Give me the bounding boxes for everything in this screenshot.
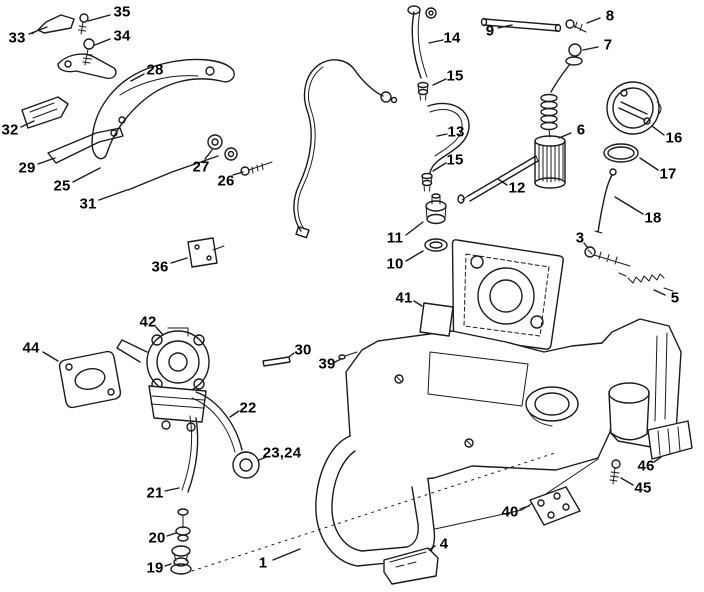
part-33-retainer <box>31 14 75 35</box>
part-17-o-ring <box>603 143 639 163</box>
part-7-elbow-fitting <box>550 43 583 93</box>
part-35-screw <box>78 13 89 35</box>
callout-leader-32 <box>20 120 35 128</box>
callout-leader-13 <box>436 133 448 137</box>
part-46-bracket <box>647 420 693 460</box>
callout-leader-21 <box>164 487 180 492</box>
callout-leader-6 <box>558 132 572 139</box>
callout-leader-3 <box>583 242 589 249</box>
callout-leader-39 <box>334 358 342 363</box>
leader-layer <box>20 14 666 567</box>
part-3-screw <box>584 246 631 267</box>
part-18-retainer-wire <box>594 168 617 234</box>
assembly-axis-dotted-line <box>191 451 559 572</box>
callout-leader-23-24 <box>258 456 267 461</box>
part-44-gasket <box>58 350 122 409</box>
callout-leader-27 <box>204 149 213 160</box>
callout-leader-36 <box>170 257 188 264</box>
callout-leader-35 <box>87 14 111 22</box>
callout-leader-14 <box>428 39 444 44</box>
callout-leader-42 <box>155 326 164 336</box>
part-21-hose <box>181 415 199 493</box>
part-45-screw <box>609 459 621 485</box>
part-30-pin <box>262 356 291 367</box>
part-23-24-cap <box>232 451 260 479</box>
part-22-hose <box>191 391 243 453</box>
callout-leader-26 <box>232 171 244 176</box>
callout-leader-11 <box>405 221 424 236</box>
part-39-pin <box>338 351 358 360</box>
callout-leader-1 <box>272 548 301 561</box>
callout-leader-25 <box>72 167 101 183</box>
part-40-plate <box>529 486 581 526</box>
part-12-pickup-tube <box>457 155 539 204</box>
callout-leader-34 <box>94 38 111 46</box>
part-tank-right-bracket <box>601 318 682 448</box>
callout-leader-33 <box>28 26 48 35</box>
callout-leader-29 <box>37 157 56 165</box>
callout-leader-15 <box>432 78 447 86</box>
callout-leader-9 <box>497 24 513 29</box>
part-5-spring <box>618 272 674 292</box>
part-8-screw <box>565 19 587 33</box>
part-29-lever <box>47 127 124 164</box>
callout-leader-15 <box>432 162 447 172</box>
callout-leader-28 <box>130 73 145 82</box>
callout-leader-17 <box>639 157 659 171</box>
part-10-ring <box>424 238 448 252</box>
part-15-elbow-upper <box>417 81 429 101</box>
part-4-foot <box>383 547 439 585</box>
part-16-fuel-cap <box>606 81 662 135</box>
callout-leader-46 <box>653 456 662 463</box>
callout-leader-30 <box>288 352 295 358</box>
callout-leader-45 <box>620 477 634 486</box>
part-9-vent-tube <box>480 17 562 33</box>
callout-leader-19 <box>164 563 172 567</box>
callout-leader-12 <box>497 178 508 186</box>
callout-leader-44 <box>42 351 59 362</box>
callout-leader-16 <box>651 125 665 136</box>
part-36-bracket <box>187 237 225 268</box>
part-34-screw <box>82 38 95 66</box>
part-27-washers <box>207 134 238 161</box>
part-6-fuel-filter <box>534 93 566 189</box>
callout-leader-22 <box>229 410 240 418</box>
part-19-grommet <box>170 545 192 575</box>
part-31-rod <box>127 155 219 191</box>
part-hand-guard <box>91 58 235 160</box>
part-15-elbow-lower <box>421 172 433 192</box>
callout-leader-4 <box>428 545 436 551</box>
part-fuel-tank-housing <box>315 330 614 567</box>
callout-leader-31 <box>98 189 128 201</box>
callout-leader-18 <box>614 196 644 215</box>
callout-leader-5 <box>653 289 666 296</box>
part-13-hose <box>427 102 470 175</box>
part-throttle-trigger <box>57 53 117 80</box>
callout-leader-20 <box>166 532 177 537</box>
part-20-screw-grommet <box>175 508 191 542</box>
part-42-carburetor <box>116 327 210 432</box>
part-41-plate <box>419 302 454 337</box>
callout-leader-41 <box>413 300 423 307</box>
callout-leader-40 <box>519 505 530 510</box>
callout-leader-10 <box>405 250 424 262</box>
part-14-hose <box>407 5 437 79</box>
part-11-grommet <box>425 193 447 225</box>
callout-leader-8 <box>586 17 601 24</box>
part-throttle-cable <box>293 59 398 239</box>
part-26-screw <box>240 161 273 176</box>
callout-leader-7 <box>582 46 599 51</box>
part-top-cover <box>451 239 564 350</box>
